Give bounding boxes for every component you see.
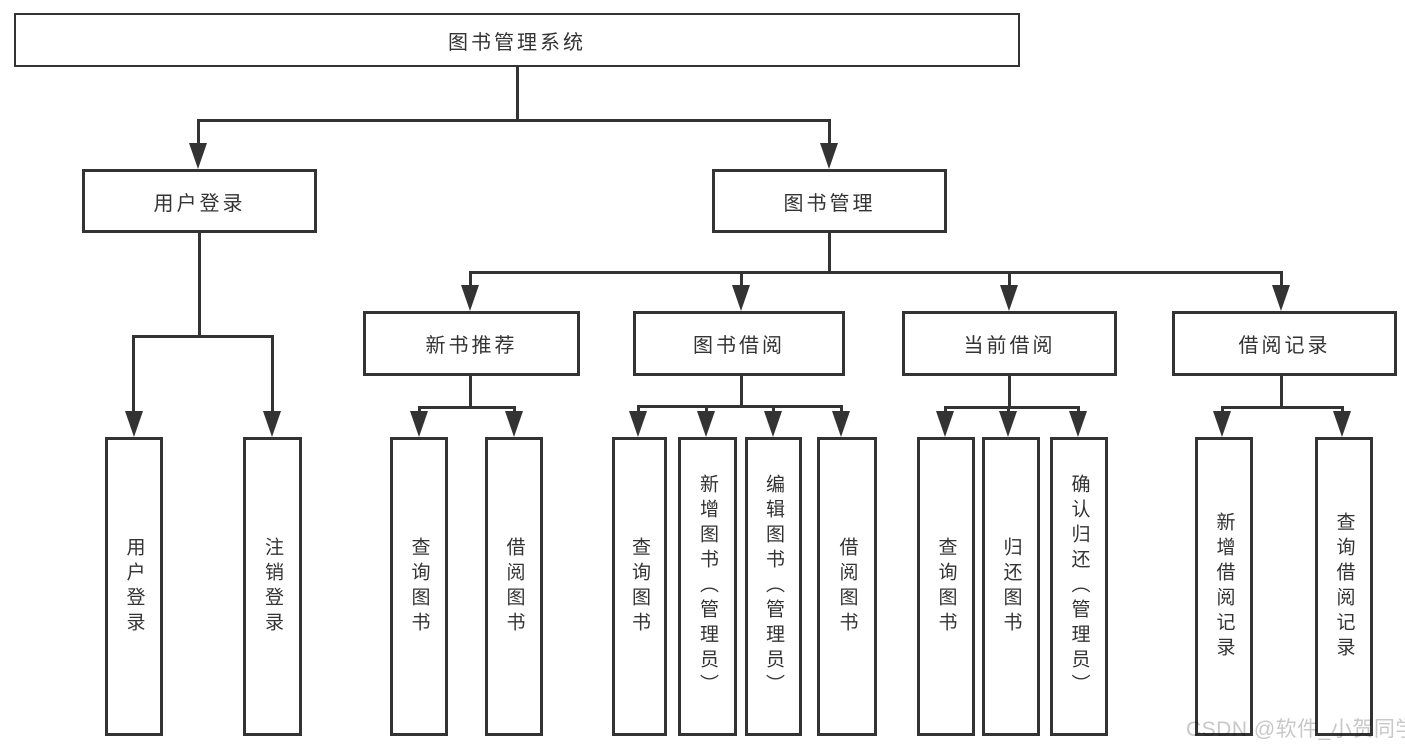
connector-line	[840, 405, 843, 416]
connector-line	[828, 233, 831, 273]
node-label: 查询图书	[935, 536, 957, 637]
connector-line	[828, 119, 831, 149]
node-label: 编辑图书（管理员）	[763, 474, 784, 699]
node-label: 当前借阅	[963, 335, 1056, 357]
connector-line	[945, 406, 1078, 409]
arrow-down-icon	[1069, 411, 1087, 437]
connector-line	[419, 406, 514, 409]
arrow-down-icon	[936, 411, 954, 437]
node-label: 用户登录	[123, 536, 145, 637]
leaf-borrow-books-recommend: 借阅图书	[485, 437, 543, 736]
node-label: 注销登录	[262, 536, 283, 637]
arrow-down-icon	[1000, 285, 1018, 311]
leaf-query-books-current: 查询图书	[917, 437, 975, 736]
connector-line	[740, 271, 743, 289]
connector-line	[133, 335, 273, 338]
connector-line	[1008, 376, 1011, 407]
node-label: 查询图书	[629, 536, 650, 637]
arrow-down-icon	[732, 285, 750, 311]
arrow-down-icon	[461, 285, 479, 311]
node-current-borrowing: 当前借阅	[902, 311, 1117, 376]
arrow-down-icon	[263, 411, 281, 437]
connector-line	[1280, 271, 1283, 289]
node-label: 用户登录	[153, 192, 246, 215]
connector-line	[1008, 271, 1011, 289]
connector-line	[516, 67, 519, 120]
node-label: 新增借阅记录	[1213, 511, 1235, 662]
connector-line	[198, 119, 830, 122]
leaf-edit-books-admin: 编辑图书（管理员）	[745, 437, 802, 736]
connector-line	[1280, 376, 1283, 407]
connector-line	[637, 405, 640, 416]
node-label: 查询借阅记录	[1333, 511, 1355, 662]
node-root: 图书管理系统	[14, 13, 1020, 67]
arrow-down-icon	[1272, 285, 1290, 311]
connector-line	[740, 375, 743, 407]
node-label: 图书管理系统	[448, 31, 586, 54]
leaf-user-login: 用户登录	[105, 437, 163, 736]
arrow-down-icon	[832, 411, 850, 437]
arrow-down-icon	[1213, 411, 1231, 437]
leaf-add-books-admin: 新增图书（管理员）	[678, 437, 737, 736]
node-label: 借阅图书	[836, 536, 858, 637]
leaf-add-borrow-record: 新增借阅记录	[1195, 437, 1253, 736]
node-new-book-recommend: 新书推荐	[363, 311, 580, 376]
arrow-down-icon	[697, 411, 715, 437]
arrow-down-icon	[764, 411, 782, 437]
connector-line	[638, 405, 841, 408]
node-label: 新书推荐	[425, 335, 518, 357]
node-label: 图书管理	[783, 192, 876, 215]
connector-line	[772, 405, 775, 416]
connector-line	[470, 271, 1282, 274]
arrow-down-icon	[999, 411, 1017, 437]
node-label: 借阅记录	[1238, 335, 1331, 357]
leaf-query-books-borrowing: 查询图书	[612, 437, 667, 736]
connector-line	[469, 271, 472, 289]
arrow-down-icon	[410, 411, 428, 437]
leaf-query-borrow-record: 查询借阅记录	[1315, 437, 1373, 736]
connector-line	[132, 335, 135, 415]
node-label: 确认归还（管理员）	[1068, 474, 1090, 699]
arrow-down-icon	[189, 143, 207, 169]
node-label: 借阅图书	[503, 536, 525, 637]
connector-line	[469, 376, 472, 407]
leaf-query-books-recommend: 查询图书	[390, 437, 448, 736]
arrow-down-icon	[1333, 411, 1351, 437]
node-label: 归还图书	[1000, 536, 1022, 637]
node-user-login: 用户登录	[82, 169, 317, 233]
node-book-borrowing: 图书借阅	[633, 311, 845, 376]
leaf-confirm-return-admin: 确认归还（管理员）	[1050, 437, 1108, 736]
arrow-down-icon	[820, 143, 838, 169]
arrow-down-icon	[505, 411, 523, 437]
node-book-management: 图书管理	[712, 169, 947, 233]
node-borrowing-records: 借阅记录	[1172, 311, 1397, 376]
connector-line	[197, 119, 200, 149]
connector-line	[271, 335, 274, 415]
arrow-down-icon	[629, 411, 647, 437]
arrow-down-icon	[125, 411, 143, 437]
node-label: 图书借阅	[693, 335, 785, 357]
node-label: 新增图书（管理员）	[697, 474, 718, 699]
connector-line	[198, 233, 201, 336]
connector-line	[705, 405, 708, 416]
leaf-borrow-books-borrowing: 借阅图书	[817, 437, 877, 736]
node-label: 查询图书	[408, 536, 430, 637]
connector-line	[1222, 406, 1342, 409]
leaf-logout: 注销登录	[243, 437, 302, 736]
watermark: CSDN @软件_小贺同学	[1186, 718, 1405, 741]
leaf-return-books: 归还图书	[982, 437, 1040, 736]
